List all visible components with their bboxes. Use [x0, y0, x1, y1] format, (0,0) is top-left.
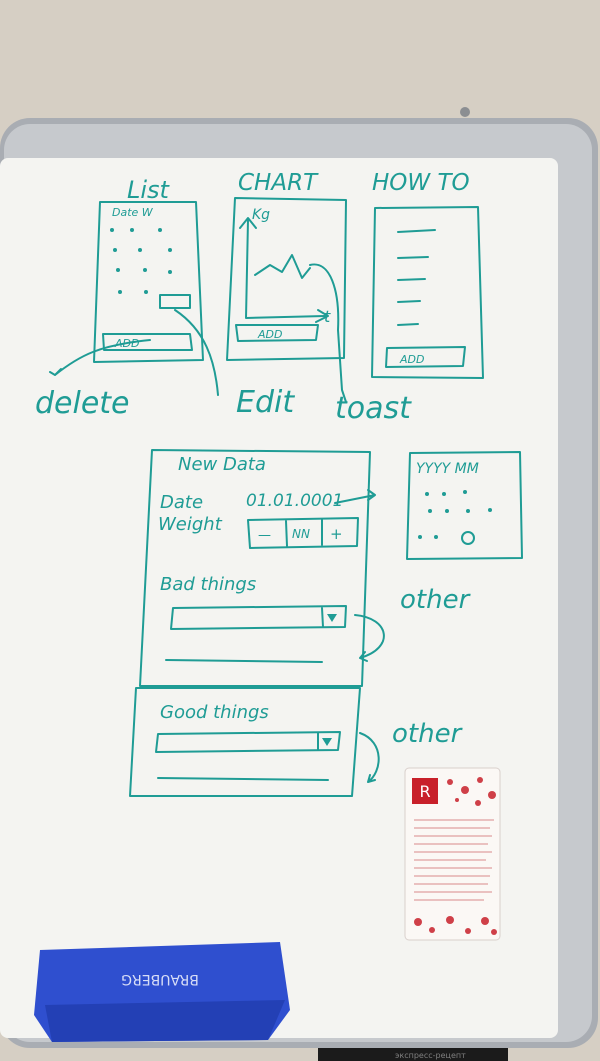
- other-note-1: other: [400, 585, 472, 615]
- weight-label: Weight: [158, 514, 223, 535]
- date-label: Date: [160, 492, 203, 513]
- new-data-form-sketch: [139, 449, 371, 687]
- other-note-2: other: [392, 719, 464, 749]
- delete-arrow: [49, 339, 151, 376]
- delete-note: delete: [35, 386, 130, 421]
- chart-y-axis-label: Kg: [252, 207, 270, 223]
- date-value: 01.01.0001: [246, 491, 343, 511]
- bad-things-label: Bad things: [160, 574, 256, 595]
- red-info-card: R: [404, 767, 501, 941]
- eraser-brand: BRAUBERG: [121, 971, 199, 987]
- toast-note: toast: [335, 391, 412, 426]
- form-title: New Data: [178, 454, 266, 475]
- mount-screw: [460, 107, 470, 117]
- bottom-black-box: [318, 1048, 508, 1061]
- howto-title: HOW TO: [372, 170, 470, 196]
- dropdown-arrow-icon: [327, 614, 337, 622]
- list-title: List: [127, 176, 171, 204]
- side-picker-sketch: [406, 451, 523, 560]
- list-screen-sketch: [93, 201, 204, 363]
- card-logo: R: [419, 782, 430, 801]
- list-add-button: ADD: [114, 337, 139, 350]
- good-things-label: Good things: [160, 702, 269, 723]
- good-things-sketch: [129, 687, 361, 797]
- dropdown-arrow-icon: [322, 738, 332, 746]
- howto-screen-sketch: [371, 206, 484, 379]
- picker-header: YYYY MM: [416, 461, 479, 477]
- stepper-minus: —: [258, 528, 271, 543]
- edit-note: Edit: [236, 385, 295, 420]
- stepper-plus: +: [330, 525, 343, 543]
- howto-add-button: ADD: [399, 353, 424, 366]
- chart-screen-sketch: [226, 197, 347, 361]
- chart-x-axis-label: t: [324, 307, 331, 326]
- stepper-value: NN: [292, 527, 310, 541]
- blue-eraser: BRAUBERG: [34, 942, 290, 1042]
- chart-add-button: ADD: [257, 328, 282, 341]
- bottom-box-text: экспресс-рецепт: [395, 1051, 466, 1060]
- chart-title: CHART: [238, 170, 319, 196]
- list-header-text: Date W: [112, 206, 154, 219]
